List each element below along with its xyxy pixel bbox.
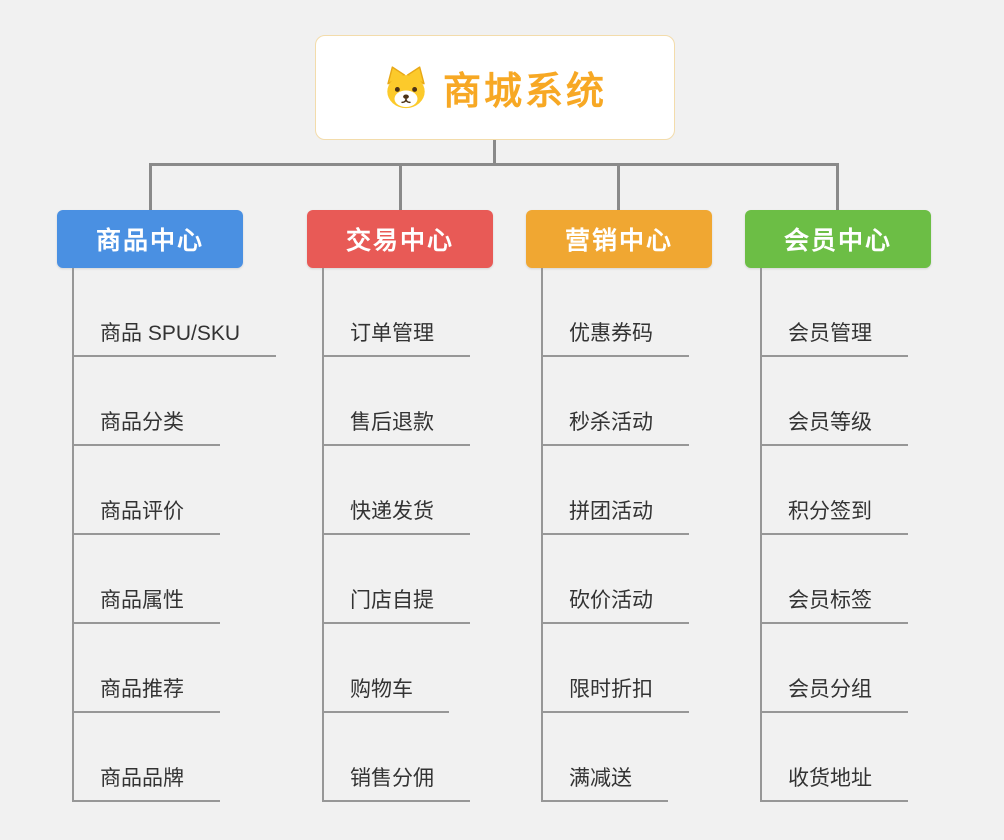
leaf-node[interactable]: 售后退款 — [322, 357, 470, 446]
branch-column-3: 营销中心优惠券码秒杀活动拼团活动砍价活动限时折扣满减送 — [526, 210, 712, 802]
leaf-label: 收货地址 — [788, 767, 872, 790]
leaf-label: 会员管理 — [788, 322, 872, 345]
leaf-node[interactable]: 商品品牌 — [72, 713, 220, 802]
leaf-node[interactable]: 订单管理 — [322, 268, 470, 357]
branch-column-2: 交易中心订单管理售后退款快递发货门店自提购物车销售分佣 — [307, 210, 493, 802]
leaf-node[interactable]: 快递发货 — [322, 446, 470, 535]
leaf-label: 销售分佣 — [350, 767, 434, 790]
leaf-label: 砍价活动 — [569, 589, 653, 612]
leaf-node[interactable]: 会员管理 — [760, 268, 908, 357]
leaf-node[interactable]: 商品属性 — [72, 535, 220, 624]
leaf-node[interactable]: 积分签到 — [760, 446, 908, 535]
leaf-node[interactable]: 收货地址 — [760, 713, 908, 802]
connector-branch-4 — [836, 163, 839, 210]
leaves-group: 订单管理售后退款快递发货门店自提购物车销售分佣 — [322, 268, 470, 802]
connector-root-stem — [493, 140, 496, 164]
leaf-node[interactable]: 砍价活动 — [541, 535, 689, 624]
leaf-label: 满减送 — [569, 767, 632, 790]
leaf-label: 会员等级 — [788, 411, 872, 434]
category-node[interactable]: 营销中心 — [526, 210, 712, 268]
leaf-node[interactable]: 会员等级 — [760, 357, 908, 446]
dog-icon — [383, 65, 429, 111]
leaf-label: 优惠券码 — [569, 322, 653, 345]
leaf-label: 会员分组 — [788, 678, 872, 701]
leaf-node[interactable]: 优惠券码 — [541, 268, 689, 357]
leaf-node[interactable]: 商品推荐 — [72, 624, 220, 713]
leaves-group: 会员管理会员等级积分签到会员标签会员分组收货地址 — [760, 268, 908, 802]
connector-branch-1 — [149, 163, 152, 210]
leaf-node[interactable]: 满减送 — [541, 713, 668, 802]
leaf-label: 商品推荐 — [100, 678, 184, 701]
root-node[interactable]: 商城系统 — [315, 35, 675, 140]
leaf-label: 限时折扣 — [569, 678, 653, 701]
leaf-node[interactable]: 限时折扣 — [541, 624, 689, 713]
leaves-group: 优惠券码秒杀活动拼团活动砍价活动限时折扣满减送 — [541, 268, 689, 802]
leaf-label: 售后退款 — [350, 411, 434, 434]
leaf-label: 商品品牌 — [100, 767, 184, 790]
branch-trunk-line — [541, 268, 543, 802]
leaf-label: 商品 SPU/SKU — [100, 322, 241, 345]
category-node[interactable]: 交易中心 — [307, 210, 493, 268]
branch-column-4: 会员中心会员管理会员等级积分签到会员标签会员分组收货地址 — [745, 210, 931, 802]
leaf-label: 会员标签 — [788, 589, 872, 612]
leaf-node[interactable]: 会员标签 — [760, 535, 908, 624]
branch-trunk-line — [760, 268, 762, 802]
leaf-label: 积分签到 — [788, 500, 872, 523]
leaves-group: 商品 SPU/SKU 商品分类商品评价商品属性商品推荐商品品牌 — [72, 268, 277, 802]
leaf-label: 购物车 — [350, 678, 413, 701]
connector-branch-3 — [617, 163, 620, 210]
category-node[interactable]: 商品中心 — [57, 210, 243, 268]
leaf-node[interactable]: 购物车 — [322, 624, 449, 713]
branch-column-1: 商品中心商品 SPU/SKU 商品分类商品评价商品属性商品推荐商品品牌 — [57, 210, 277, 802]
leaf-label: 商品属性 — [100, 589, 184, 612]
connector-horizontal — [149, 163, 839, 166]
leaf-node[interactable]: 销售分佣 — [322, 713, 470, 802]
category-node[interactable]: 会员中心 — [745, 210, 931, 268]
branch-trunk-line — [322, 268, 324, 802]
leaf-node[interactable]: 拼团活动 — [541, 446, 689, 535]
leaf-label: 商品分类 — [100, 411, 184, 434]
leaf-label: 快递发货 — [350, 500, 434, 523]
leaf-label: 拼团活动 — [569, 500, 653, 523]
leaf-node[interactable]: 商品评价 — [72, 446, 220, 535]
leaf-node[interactable]: 商品 SPU/SKU — [72, 268, 277, 357]
leaf-label: 订单管理 — [350, 322, 434, 345]
leaf-node[interactable]: 会员分组 — [760, 624, 908, 713]
leaf-node[interactable]: 商品分类 — [72, 357, 220, 446]
connector-branch-2 — [399, 163, 402, 210]
leaf-label: 门店自提 — [350, 589, 434, 612]
root-title: 商城系统 — [442, 71, 607, 113]
leaf-label: 秒杀活动 — [569, 411, 653, 434]
leaf-label: 商品评价 — [100, 500, 184, 523]
leaf-node[interactable]: 秒杀活动 — [541, 357, 689, 446]
branch-trunk-line — [72, 268, 74, 802]
leaf-node[interactable]: 门店自提 — [322, 535, 470, 624]
